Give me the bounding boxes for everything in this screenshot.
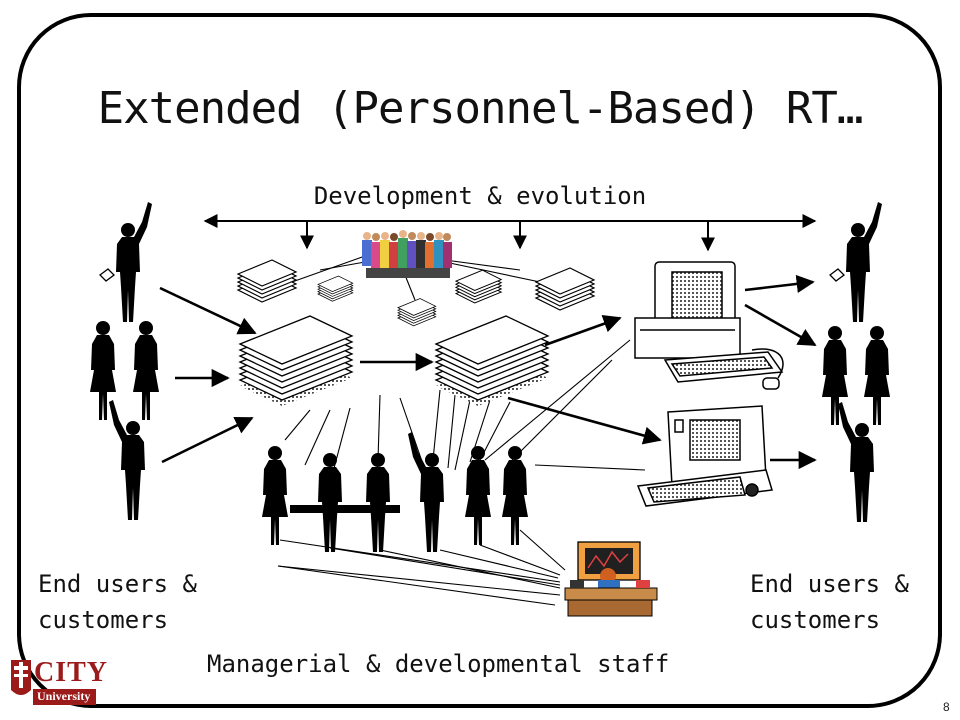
document-stack-icon (239, 315, 353, 407)
document-stack-icon (237, 259, 297, 303)
person-silhouette-icon (133, 321, 159, 420)
person-silhouette-icon (864, 326, 890, 425)
right-end-users (822, 202, 890, 522)
left-label-line2: customers (38, 606, 169, 634)
person-silhouette-icon (465, 446, 491, 545)
development-evolution-label: Development & evolution (313, 182, 647, 210)
desktop-computer-icon (634, 261, 784, 390)
person-silhouette-icon (502, 446, 528, 545)
document-stack-icon (435, 315, 549, 407)
document-stack-icon (397, 298, 437, 327)
right-end-users-label: End users & customers (750, 566, 909, 638)
portable-computer-icon (636, 405, 773, 507)
connector-lines (277, 255, 646, 606)
person-silhouette-icon (116, 202, 152, 322)
people-group-icon (362, 230, 452, 278)
person-silhouette-icon (838, 402, 874, 522)
page-number: 8 (943, 700, 950, 714)
document-stack-icon (317, 275, 354, 302)
logo-text: CITY (34, 657, 109, 688)
right-label-line1: End users & (750, 570, 909, 598)
person-silhouette-icon (846, 202, 882, 322)
person-silhouette-icon (109, 400, 145, 520)
document-stack-icon (535, 267, 595, 311)
left-label-line1: End users & (38, 570, 197, 598)
staff-group (262, 432, 528, 552)
logo-subtext: University (33, 689, 97, 705)
left-end-users (90, 202, 159, 520)
slide-title: Extended (Personnel-Based) RT… (97, 83, 864, 134)
person-silhouette-icon (408, 432, 444, 552)
person-silhouette-icon (262, 446, 288, 545)
university-logo-mark (11, 660, 31, 695)
person-silhouette-icon (318, 453, 342, 552)
document-stack-icon (455, 269, 502, 304)
development-arrow (203, 214, 817, 252)
right-label-line2: customers (750, 606, 881, 634)
slide-frame (17, 13, 942, 708)
office-desk-icon (564, 541, 658, 617)
meeting-table (290, 505, 400, 513)
person-silhouette-icon (366, 453, 390, 552)
left-end-users-label: End users & customers (38, 566, 197, 638)
staff-label: Managerial & developmental staff (207, 650, 670, 678)
flow-arrows (159, 274, 817, 470)
